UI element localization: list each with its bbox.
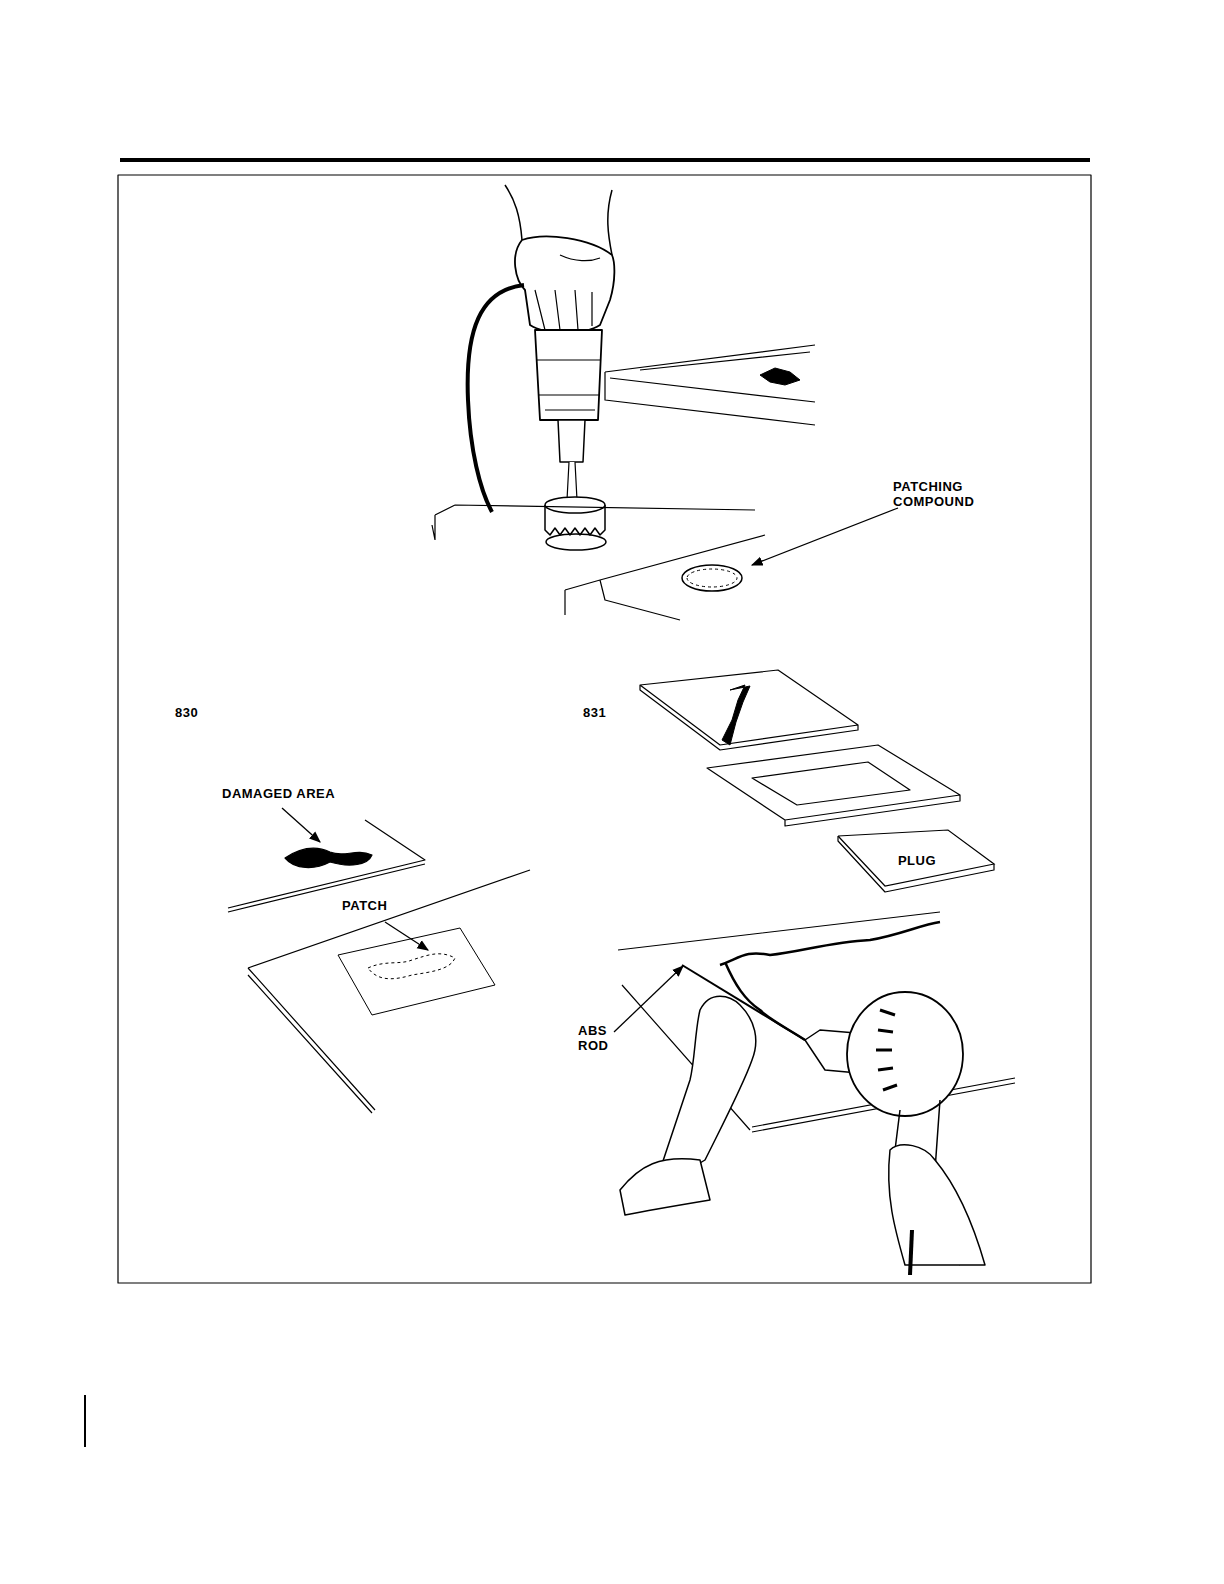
u-frame [707,745,960,826]
leader-damaged [282,808,320,842]
plug-outline [838,830,994,886]
panel-upper [605,345,815,425]
crack [722,685,750,745]
hole [546,534,606,550]
callout-label: PATCHING COMPOUND [893,479,998,509]
patch-outline [368,954,455,979]
cord [468,285,524,512]
panel-compound [565,535,765,620]
plug-plate: PLUG [838,829,996,892]
heat-gun-body [847,992,963,1116]
drill-body [535,330,602,420]
compound-dots [687,569,737,587]
patch-panel [248,870,530,1113]
leader-patch [385,922,428,950]
patch-sheet [338,928,495,1015]
frame [118,175,1091,1283]
node-label: PLUG [898,853,936,868]
cutout [760,368,800,385]
hole-saw-top [545,497,605,513]
left-hand [660,996,756,1172]
leader-abs [614,966,683,1032]
callout-label: ABS ROD [578,1023,623,1053]
damage [285,848,372,867]
top-rule [120,158,1090,162]
panel-lower [432,505,755,540]
callout-label: PATCH [342,898,387,913]
callout-label: DAMAGED AREA [222,786,335,801]
cord-2 [910,1230,912,1275]
leader-compound [752,508,898,565]
knuckles [535,255,600,330]
drill-chuck [558,420,585,462]
heat-gun-vents [876,1010,897,1090]
figure-number: 830 [175,705,198,720]
fist [515,236,614,332]
margin-bar [84,1395,86,1447]
drill-band [537,360,600,410]
drill-bit [567,462,577,500]
workpiece [618,912,1015,1132]
compound-patch [682,565,742,591]
figure-number: 831 [583,705,606,720]
sleeve [620,1159,710,1215]
right-hand [889,1145,985,1265]
damaged-panel [228,820,425,912]
cracked-panel [640,670,858,750]
